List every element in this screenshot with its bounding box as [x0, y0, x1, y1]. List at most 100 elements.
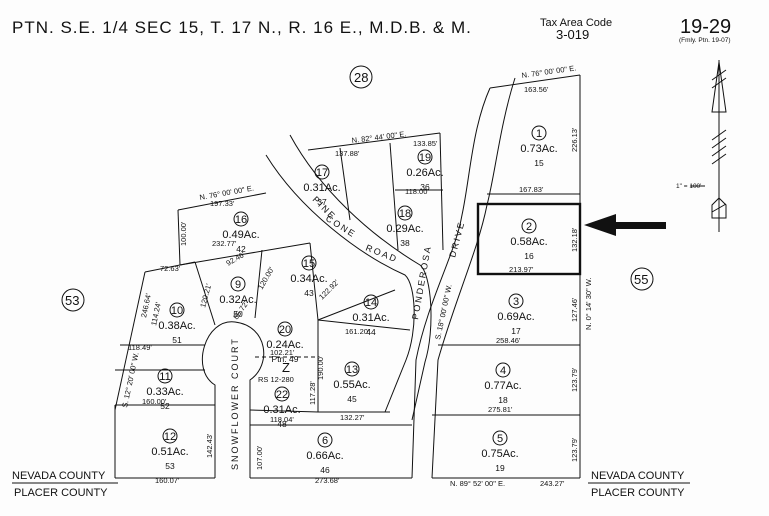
adjoining-page-north: 28 — [354, 70, 368, 85]
dist-120a: 120.21' — [198, 282, 213, 308]
dist-243: 243.27' — [540, 479, 565, 488]
dist-160a: 160.00' — [142, 397, 167, 406]
parcel-lot-number: 46 — [320, 465, 330, 475]
dist-100: 100.00' — [179, 221, 188, 246]
parcel-number: 3 — [513, 296, 519, 308]
parcel-number: 19 — [419, 152, 431, 164]
parcel-number: 12 — [164, 431, 176, 443]
parcel-number: 11 — [159, 371, 170, 383]
parcel-number-circle — [495, 362, 511, 378]
parcel-acreage: 0.31Ac. — [303, 182, 340, 194]
parcel-lot-number: 17 — [511, 326, 521, 336]
parcel-lot-number: 52 — [160, 401, 170, 411]
dist-102: 102.21' — [270, 348, 295, 357]
parcel-11: 110.33Ac.52 — [146, 368, 184, 411]
ponderosa-drive-west-edge — [411, 87, 491, 479]
parcel-number-circle — [301, 255, 317, 271]
dist-190: 190.00' — [316, 355, 325, 380]
parcel-number: 13 — [346, 364, 358, 376]
parcel-number-circle — [492, 430, 508, 446]
parcel-lot-number: 44 — [366, 327, 376, 337]
parcel-number-circle — [162, 428, 178, 444]
dist-118c: 118.49' — [128, 343, 152, 352]
dist-226: 226.13' — [570, 127, 579, 152]
parcel-acreage: 0.24Ac. — [266, 339, 303, 351]
snowflower-court-cul-de-sac — [201, 321, 265, 478]
parcel-number-circle — [317, 432, 333, 448]
parcel-number: 5 — [497, 433, 503, 445]
dist-118b: 118.04' — [270, 415, 294, 424]
road-label-ponderosa: PONDEROSA — [410, 244, 433, 320]
dist-258: 258.46' — [496, 336, 521, 345]
dist-118a: 118.00' — [405, 187, 429, 196]
dist-197: 197.33' — [210, 199, 235, 208]
parcel-20: 200.24Ac.Ptn. 49 — [266, 321, 304, 364]
parcel-number-circle — [277, 321, 293, 337]
parcel-acreage: 0.55Ac. — [333, 379, 370, 391]
road-label-snowflower-court: SNOWFLOWER COURT — [230, 337, 240, 470]
bearing-north-east: N. 76° 00' 00" E. — [521, 63, 577, 80]
dist-273: 273.68' — [315, 476, 340, 485]
dist-107: 107.00' — [255, 445, 264, 470]
parcel-2: 20.58Ac.16 — [510, 218, 548, 261]
dist-72: 72.63' — [160, 264, 181, 273]
bearing-west-line: S. 12° 20' 00" W. — [120, 351, 141, 408]
parcel-lot-number: 48 — [277, 419, 287, 429]
parcel-number: 2 — [526, 221, 532, 233]
parcel-lot-number: 37 — [317, 197, 327, 207]
parcel-13: 130.55Ac.45 — [333, 361, 371, 404]
parcel-lot-number: 38 — [400, 238, 410, 248]
bearing-north-block: N. 82° 44' 00" E. — [351, 129, 407, 145]
parcel-12: 120.51Ac.53 — [151, 428, 189, 471]
parcel-number-circle — [233, 211, 249, 227]
bearing-east-line: N. 0° 14' 30" W. — [584, 277, 593, 330]
county-label-nevada-east: NEVADA COUNTY — [591, 470, 685, 482]
parcel-number-circle — [417, 149, 433, 165]
dist-161: 161.20' — [345, 327, 370, 336]
parcel-number-circle — [274, 386, 290, 402]
parcel-number: 16 — [235, 214, 247, 226]
dist-232: 232.77' — [212, 239, 237, 248]
parcel-number-circle — [508, 293, 524, 309]
parcel-17: 17 0.31Ac. 37 — [303, 164, 341, 207]
parcel-lot-number: 18 — [498, 395, 508, 405]
pointer-arrow-icon — [584, 214, 666, 236]
parcel-number-circle — [169, 302, 185, 318]
road-label-drive: DRIVE — [447, 220, 466, 259]
parcel-acreage: 0.34Ac. — [290, 273, 327, 285]
dist-127: 127.46' — [570, 297, 579, 322]
dist-167: 167.83' — [519, 185, 544, 194]
parcel-lot-number: 43 — [304, 288, 314, 298]
county-label-placer-west: PLACER COUNTY — [14, 487, 108, 499]
ponderosa-drive-east-edge — [431, 77, 516, 479]
parcel-number: 17 — [316, 167, 328, 179]
parcel-lot-number: 51 — [172, 335, 182, 345]
parcel-labels: 10.73Ac.15 20.58Ac.16 30.69Ac.17 40.77Ac.18… — [146, 125, 558, 475]
parcel-16: 160.49Ac.42 — [222, 211, 260, 254]
parcel-1: 10.73Ac.15 — [520, 125, 558, 168]
parcel-lot-number: 16 — [524, 251, 534, 261]
county-label-nevada-west: NEVADA COUNTY — [12, 470, 106, 482]
adjoining-page-west: 53 — [65, 293, 79, 308]
parcel-4: 40.77Ac.18 — [484, 362, 522, 405]
dist-117: 117.28' — [308, 381, 317, 405]
parcel-number: 6 — [322, 435, 328, 447]
parcel-acreage: 0.38Ac. — [158, 320, 195, 332]
parcel-acreage: 0.26Ac. — [406, 167, 443, 179]
parcel-lot-number: 53 — [165, 461, 175, 471]
dist-137: 137.88' — [335, 149, 360, 158]
parcel-number-circle — [397, 205, 413, 221]
dist-163: 163.56' — [524, 85, 549, 94]
parcel-number-circle — [344, 361, 360, 377]
dist-213: 213.97' — [509, 265, 534, 274]
parcel-3: 30.69Ac.17 — [497, 293, 535, 336]
parcel-number-circle — [230, 276, 246, 292]
parcel-number: 9 — [235, 279, 241, 291]
adjoining-page-east: 55 — [634, 272, 648, 287]
record-of-survey: RS 12-280 — [258, 375, 294, 384]
parcel-number-circle — [157, 368, 173, 384]
parcel-acreage: 0.31Ac. — [352, 312, 389, 324]
scale-label: 1" = 100' — [676, 183, 701, 190]
parcel-number: 1 — [536, 128, 542, 140]
